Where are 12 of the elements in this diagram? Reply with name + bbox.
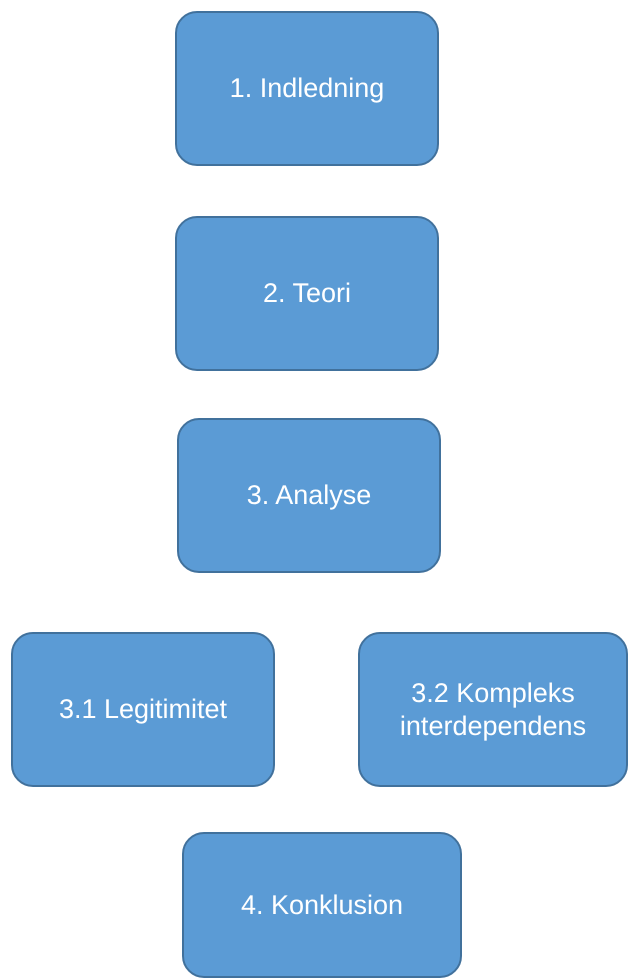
box-label: 3.1 Legitimitet [58,693,228,726]
box-label: 3. Analyse [246,479,372,512]
box-label: 1. Indledning [228,72,386,105]
process-box [175,11,439,166]
process-box [175,216,439,371]
process-box [182,832,462,978]
process-box [358,632,628,787]
box-label: 3.2 Kompleks interdependens [398,677,588,742]
process-box [11,632,275,787]
box-label: 4. Konklusion [240,888,404,922]
process-box [177,418,441,573]
box-label: 2. Teori [262,277,352,310]
